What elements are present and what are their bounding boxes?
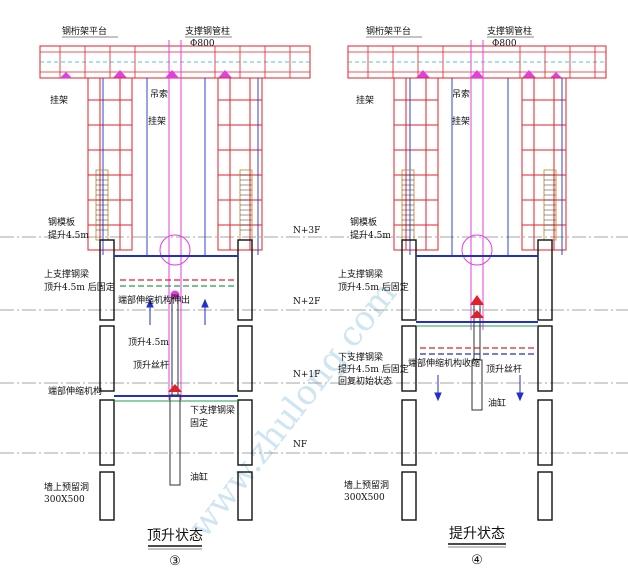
left-diagram: 钢桁架平台 支撑钢管柱 Φ800 挂架 吊索 挂架 钢模板 提升4.5m 上支撑… [39, 25, 320, 569]
left-column [159, 40, 191, 400]
level-n2: N+2F [293, 297, 320, 307]
right-arrows [434, 375, 524, 402]
left-formwork [95, 169, 253, 241]
right-formwork-rungs [402, 174, 556, 231]
left-label-column: 支撑钢管柱 [185, 25, 230, 37]
right-diagram: 钢桁架平台 支撑钢管柱 Φ800 挂架 吊索 挂架 钢模板 提升4.5m 上支撑… [338, 25, 607, 568]
right-formwork [401, 169, 557, 241]
right-label-column-dia: Φ800 [492, 39, 517, 49]
left-labels: 钢桁架平台 支撑钢管柱 Φ800 挂架 吊索 挂架 钢模板 提升4.5m 上支撑… [44, 25, 235, 505]
left-arrows [146, 298, 209, 325]
right-screw [470, 295, 484, 411]
right-label-cylinder: 油缸 [488, 397, 506, 409]
right-label-sling: 吊索 [452, 88, 470, 100]
right-label-formwork: 钢模板 [350, 216, 377, 228]
left-label-upper-beam-note: 顶升4.5m 后固定 [44, 281, 115, 293]
left-title: 顶升状态 [147, 528, 203, 544]
left-label-formwork: 钢模板 [48, 216, 75, 228]
level-n0: NF [293, 440, 307, 450]
left-label-cylinder: 油缸 [190, 471, 208, 483]
left-number: ③ [169, 554, 181, 569]
left-label-end-mech: 端部伸缩机构伸出 [118, 294, 190, 306]
right-label-column: 支撑钢管柱 [487, 25, 532, 37]
right-label-lower-beam-note: 提升4.5m 后固定 [338, 363, 409, 375]
left-label-upper-beam: 上支撑钢梁 [44, 268, 89, 280]
right-label-hanger: 挂架 [356, 94, 374, 106]
right-label-wall-hole-size: 300X500 [344, 493, 385, 503]
right-label-end-mech: 端部伸缩机构收缩 [408, 357, 480, 369]
right-platform [347, 45, 607, 79]
right-hanger-frames [393, 77, 567, 251]
right-label-lower-beam-note2: 回复初始状态 [338, 375, 392, 387]
left-formwork-rungs [96, 174, 252, 231]
left-label-wall-hole: 墙上预留洞 [44, 481, 89, 493]
right-slings [409, 78, 563, 255]
left-label-sling: 吊索 [150, 88, 168, 100]
left-screw [168, 294, 182, 486]
left-label-formwork-lift: 提升4.5m [48, 230, 89, 241]
left-label-screw: 顶升丝杆 [133, 359, 169, 371]
right-title: 提升状态 [449, 526, 505, 542]
left-label-wall-hole-size: 300X500 [44, 495, 85, 505]
left-label-end-mech2: 端部伸缩机构 [48, 385, 102, 397]
left-label-platform: 钢桁架平台 [62, 25, 107, 37]
right-column [461, 40, 493, 330]
right-beams [416, 255, 538, 355]
level-tags: N+3F N+2F N+1F NF [293, 226, 320, 450]
left-hanger-frames [87, 77, 263, 251]
left-platform [39, 45, 311, 79]
right-label-platform: 钢桁架平台 [366, 25, 411, 37]
right-label-upper-beam: 上支撑钢梁 [338, 268, 383, 280]
right-walls [401, 239, 553, 521]
left-label-lower-beam-note: 固定 [190, 417, 208, 429]
level-n3: N+3F [293, 226, 320, 236]
right-labels: 钢桁架平台 支撑钢管柱 Φ800 挂架 吊索 挂架 钢模板 提升4.5m 上支撑… [338, 25, 534, 503]
left-label-column-dia: Φ800 [190, 39, 215, 49]
right-label-lower-beam: 下支撑钢梁 [338, 351, 383, 363]
right-label-formwork-lift: 提升4.5m [350, 230, 391, 241]
left-label-lift-dist: 顶升4.5m [128, 337, 169, 348]
left-label-lower-beam: 下支撑钢梁 [190, 404, 235, 416]
left-beams [114, 255, 238, 402]
right-number: ④ [471, 553, 483, 568]
right-label-hanger2: 挂架 [452, 115, 470, 127]
left-label-hanger: 挂架 [50, 94, 68, 106]
level-n1: N+1F [293, 370, 320, 380]
right-label-upper-beam-note: 顶升4.5m 后固定 [338, 281, 409, 293]
right-label-wall-hole: 墙上预留洞 [344, 479, 389, 491]
level-lines [0, 236, 628, 454]
left-label-hanger2: 挂架 [148, 115, 166, 127]
left-walls [99, 239, 253, 521]
left-slings [102, 78, 259, 255]
right-label-screw: 顶升丝杆 [486, 363, 522, 375]
